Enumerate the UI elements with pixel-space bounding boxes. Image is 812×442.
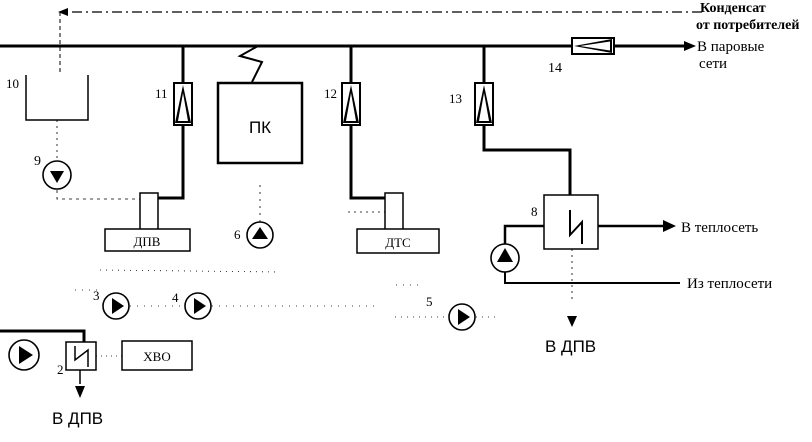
tank-10: [25, 75, 89, 121]
condensate-return-line: [58, 8, 702, 74]
from-heating-net-label: Из теплосети: [687, 276, 772, 292]
number-5: 5: [426, 294, 433, 309]
number-4: 4: [172, 290, 179, 305]
condensate-label-line1: Конденсат: [700, 1, 766, 16]
number-6: 6: [234, 227, 241, 242]
dts-label: ДТС: [385, 235, 410, 250]
pump-4: [184, 292, 212, 320]
pk-label: ПК: [249, 118, 271, 137]
number-14: 14: [548, 61, 562, 76]
dotted-links-34: [75, 284, 420, 307]
heating-return-line: [504, 272, 680, 284]
to-dpv-center-label: В ДПВ: [545, 337, 596, 356]
to-dpv-left-label: В ДПВ: [52, 409, 103, 428]
number-13: 13: [449, 91, 462, 106]
heater-8: [543, 194, 599, 250]
valve-11: [173, 82, 193, 126]
number-8: 8: [531, 204, 538, 219]
pump-6: [246, 221, 274, 249]
boiler-pk: [216, 45, 304, 165]
valve-13: [474, 82, 494, 126]
raw-water-pump: [8, 339, 40, 371]
pump-9: [42, 160, 72, 190]
dpv-label: ДПВ: [134, 234, 161, 249]
pump-5: [448, 303, 476, 331]
dpv-dotted-line: [99, 269, 281, 273]
condensate-label-line2: от потребителей: [696, 18, 799, 33]
hvo-label: ХВО: [143, 349, 170, 364]
number-3: 3: [93, 288, 100, 303]
heating-supply-arrow: [663, 220, 676, 232]
heating-supply-line: [503, 224, 664, 247]
heater-drain-arrow: [567, 316, 577, 327]
pump-3: [102, 292, 130, 320]
steam-out-label-line1: В паровые: [697, 39, 765, 55]
deaerator-dpv: [104, 192, 191, 252]
network-pump: [490, 243, 520, 273]
number-9: 9: [34, 154, 41, 169]
valve-14: [571, 37, 615, 55]
steam-out-label-line2: сети: [699, 56, 727, 72]
number-10: 10: [6, 76, 19, 91]
to-heating-net-label: В теплосеть: [681, 220, 758, 236]
hvo-unit: [121, 340, 193, 371]
pump-9-to-dpv-line: [56, 190, 140, 200]
heater-2: [65, 341, 97, 371]
valve-12: [341, 82, 361, 126]
deaerator-dts: [356, 192, 440, 254]
number-11: 11: [155, 86, 168, 101]
raw-water-line: [0, 329, 86, 342]
number-2: 2: [57, 362, 64, 377]
number-12: 12: [324, 86, 337, 101]
heater-2-drain-arrow: [75, 386, 85, 398]
